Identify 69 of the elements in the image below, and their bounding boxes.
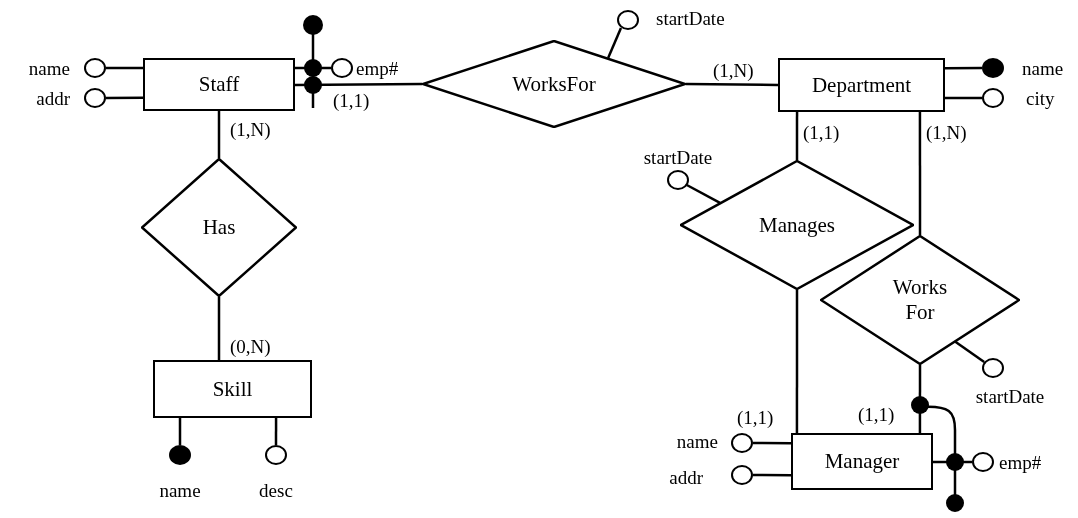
entity-name: Department	[811, 72, 912, 98]
entity-box	[153, 360, 312, 418]
connector-line	[933, 460, 972, 464]
attribute-label: name	[676, 431, 718, 451]
attribute-label: city	[1026, 88, 1055, 108]
attribute-label: addr	[36, 88, 70, 108]
cardinality-label: (1,N)	[229, 119, 272, 139]
cardinality-label: (1,1)	[857, 404, 896, 424]
connector-line	[753, 473, 791, 477]
attribute-label: emp#	[356, 58, 399, 78]
attribute-circle	[982, 88, 1004, 108]
entity-box	[778, 58, 945, 112]
connector-line	[945, 66, 982, 70]
attribute-circle	[731, 465, 753, 485]
connector-line	[106, 66, 143, 70]
connector-line	[217, 297, 221, 360]
attribute-label: emp#	[999, 452, 1042, 472]
attribute-label: startDate	[656, 8, 725, 28]
connector-line	[606, 27, 623, 59]
attribute-label: name	[159, 480, 201, 500]
relationship-name: Manages	[759, 212, 835, 238]
cardinality-label: (1,N)	[925, 122, 968, 142]
entity-name: Skill	[212, 376, 253, 402]
connector-line	[795, 112, 799, 160]
connector-line	[274, 418, 278, 445]
connector-line	[795, 290, 799, 433]
relationship-diamond	[422, 40, 686, 128]
cardinality-label: (0,N)	[229, 336, 272, 356]
connector-line	[178, 418, 182, 445]
connector-line	[295, 66, 331, 70]
connector-line	[945, 96, 982, 100]
attribute-circle	[84, 58, 106, 78]
connector-line	[217, 111, 221, 158]
attribute-circle	[617, 10, 639, 30]
relationship-diamond	[141, 158, 297, 297]
cardinality-label: (1,1)	[802, 122, 841, 142]
attribute-circle	[982, 358, 1004, 378]
attribute-label: desc	[259, 480, 293, 500]
connector-line	[753, 441, 791, 445]
attribute-circle	[265, 445, 287, 465]
connector-line	[954, 340, 985, 364]
connector-line	[106, 96, 143, 100]
relationship-name: Works For	[891, 275, 949, 325]
attribute-label: startDate	[975, 386, 1045, 406]
connector-line	[686, 183, 721, 204]
entity-name: Staff	[198, 72, 240, 97]
attribute-circle	[731, 433, 753, 453]
connector-line	[918, 112, 922, 235]
cardinality-label: (1,1)	[736, 407, 775, 427]
attribute-circle	[331, 58, 353, 78]
attribute-circle	[972, 452, 994, 472]
entity-box	[791, 433, 933, 490]
key-attribute-dot	[169, 445, 191, 465]
relationship-name: WorksFor	[512, 71, 596, 97]
attribute-label: addr	[669, 467, 703, 487]
relationship-name: Has	[202, 215, 236, 240]
relationship-diamond	[820, 235, 1020, 365]
attribute-label: name	[28, 58, 70, 78]
attribute-label: name	[1022, 58, 1064, 78]
key-attribute-dot	[982, 58, 1004, 78]
entity-box	[143, 58, 295, 111]
entity-name: Manager	[824, 449, 900, 474]
attribute-label: startDate	[643, 147, 713, 167]
attribute-circle	[667, 170, 689, 190]
connector-line	[686, 82, 778, 87]
attribute-circle	[84, 88, 106, 108]
cardinality-label: (1,1)	[332, 90, 371, 110]
connector-line	[295, 82, 422, 87]
cardinality-label: (1,N)	[712, 60, 755, 80]
